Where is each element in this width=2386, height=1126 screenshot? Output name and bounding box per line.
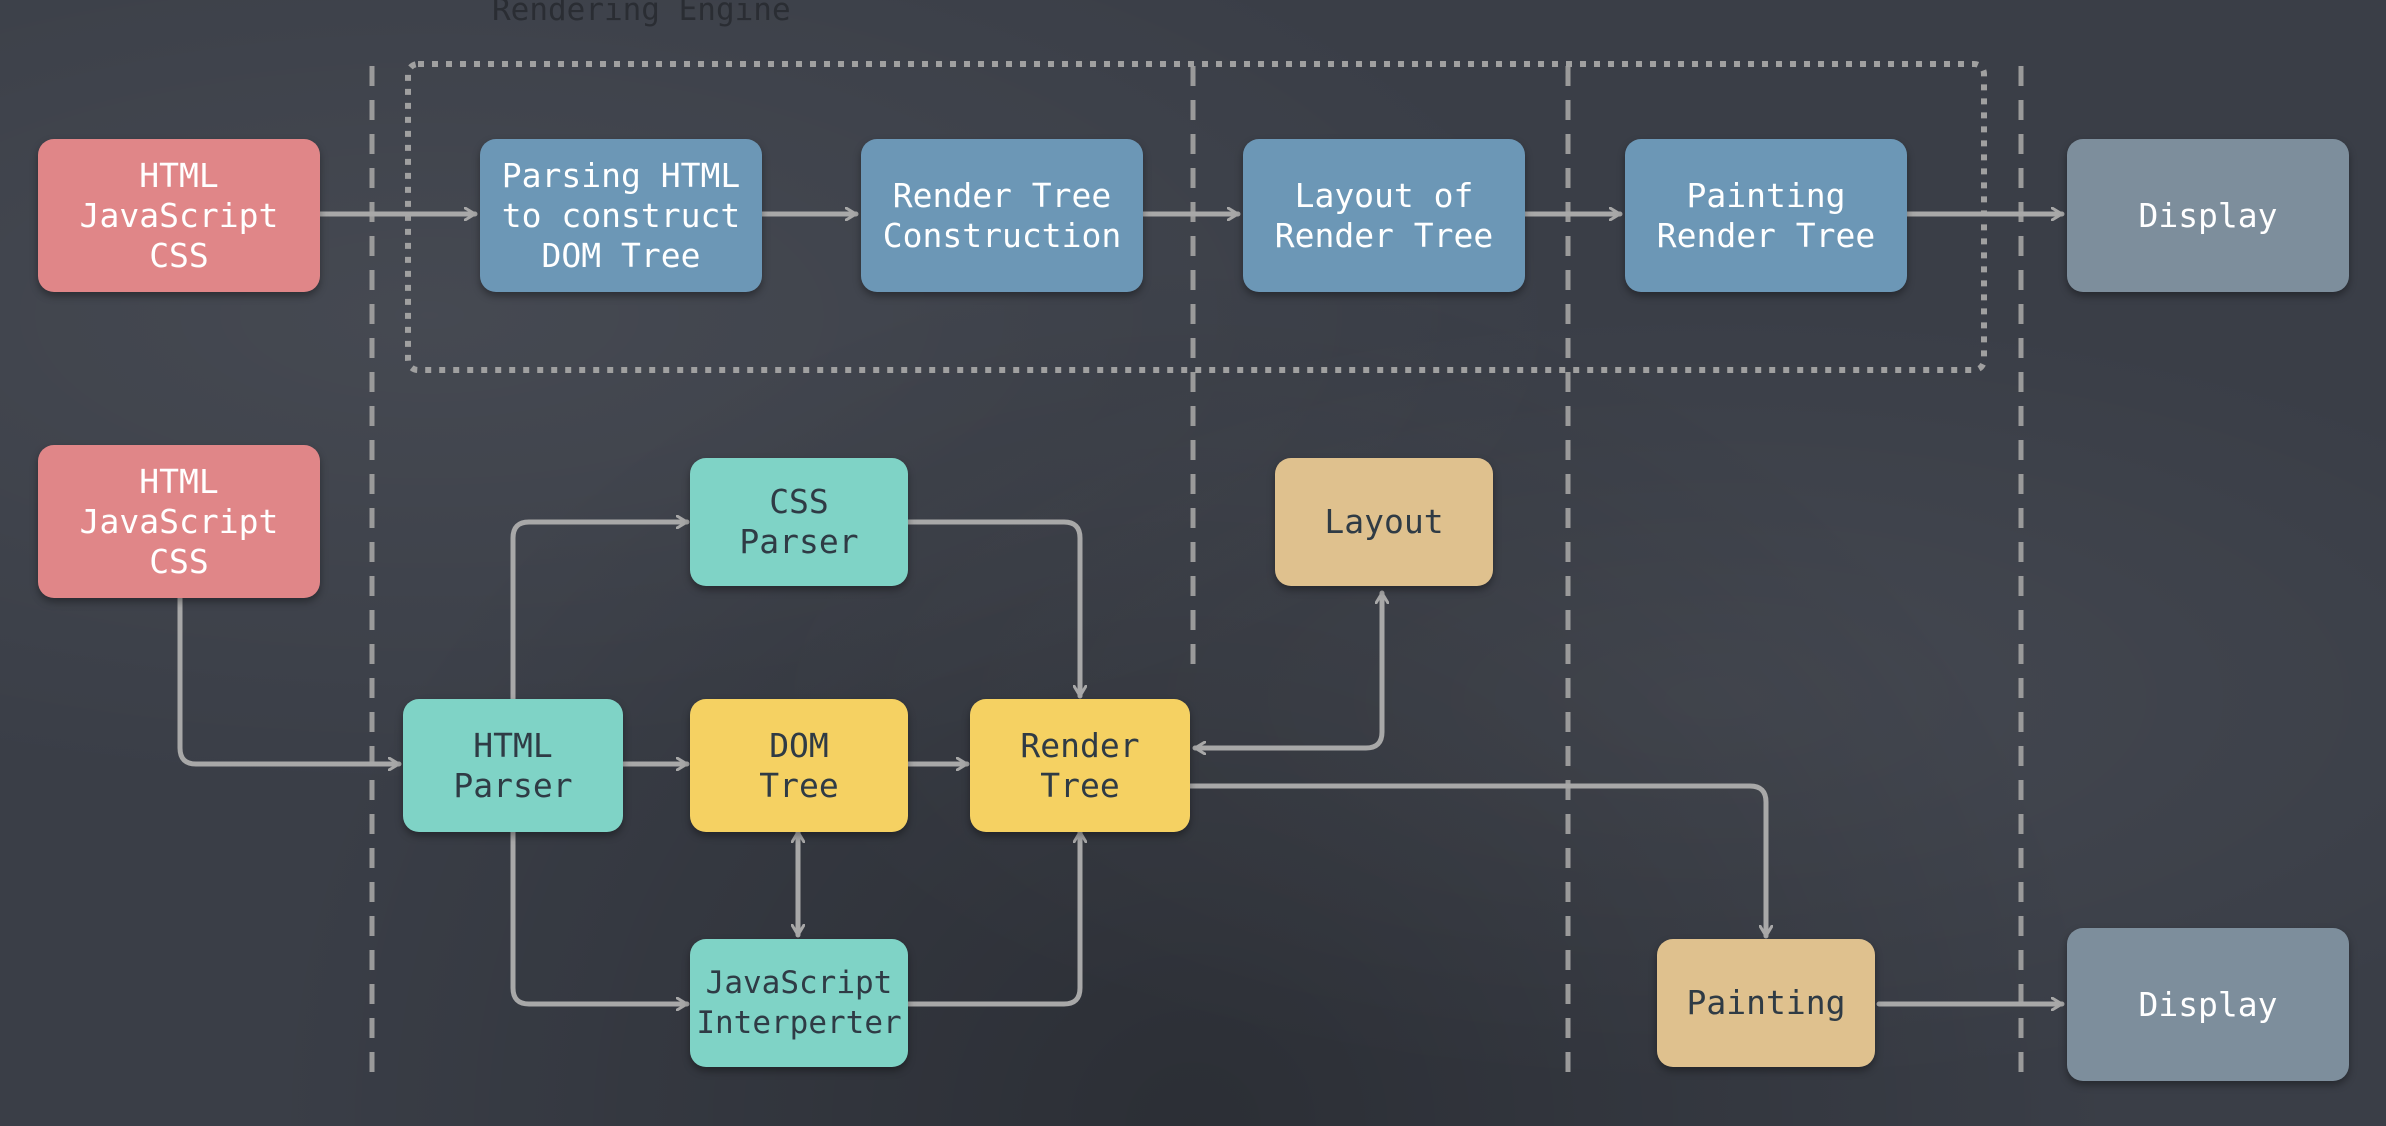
dom-tree-box: DOM Tree — [690, 699, 908, 832]
arrow-render-tree-layout-bidirectional — [1192, 590, 1382, 748]
arrow-input-to-html-parser — [177, 595, 402, 764]
rendering-engine-frame — [405, 61, 1987, 373]
arrow-css-parser-to-render-tree — [905, 519, 1080, 699]
arrow-render-tree-to-painting — [1187, 783, 1766, 939]
arrow-js-interpreter-to-render-tree — [905, 829, 1080, 1007]
arrow-html-parser-to-js-interpreter — [510, 829, 690, 1004]
arrow-html-parser-to-css-parser — [510, 522, 690, 702]
layout-box: Layout — [1275, 458, 1493, 586]
bottom-flow-connectors — [177, 519, 2065, 1007]
bottom-display-box: Display — [2067, 928, 2349, 1081]
html-parser-box: HTML Parser — [403, 699, 623, 832]
layout-of-render-tree-box: Layout of Render Tree — [1243, 139, 1525, 292]
render-tree-box: Render Tree — [970, 699, 1190, 832]
painting-render-tree-box: Painting Render Tree — [1625, 139, 1907, 292]
render-tree-construction-box: Render Tree Construction — [861, 139, 1143, 292]
rendering-engine-title: Rendering Engine — [492, 0, 791, 28]
js-interpreter-box: JavaScript Interperter — [690, 939, 908, 1067]
top-input-box: HTML JavaScript CSS — [38, 139, 320, 292]
painting-box: Painting — [1657, 939, 1875, 1067]
parsing-html-box: Parsing HTML to construct DOM Tree — [480, 139, 762, 292]
top-display-box: Display — [2067, 139, 2349, 292]
css-parser-box: CSS Parser — [690, 458, 908, 586]
bottom-input-box: HTML JavaScript CSS — [38, 445, 320, 598]
